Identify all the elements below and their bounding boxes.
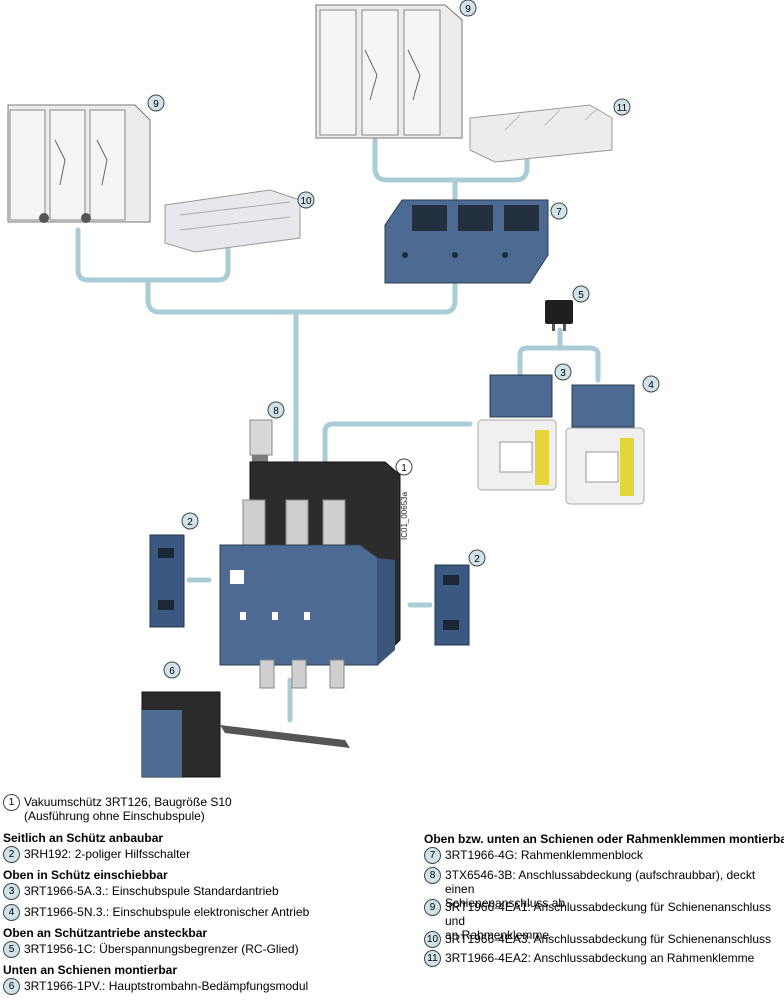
svg-text:9: 9 — [153, 99, 159, 110]
svg-text:10: 10 — [300, 196, 312, 207]
legend-text: 3RT1966-4EA2: Anschlussabdeckung an Rahm… — [445, 951, 755, 965]
legend-item-7: 7 3RT1966-4G: Rahmenklemmenblock — [424, 847, 643, 864]
rc-element — [545, 300, 573, 331]
terminal-cover-11 — [469, 104, 613, 163]
legend-item-3: 3 3RT1966-5A.3.: Einschubspule Standarda… — [3, 883, 279, 900]
screw-terminal-cover — [249, 419, 273, 465]
svg-text:3: 3 — [560, 368, 566, 379]
legend-badge: 11 — [424, 950, 441, 967]
auxiliary-switch-right — [434, 564, 470, 646]
legend-text: 3RT1966-4EA1: Anschlussabdeckung für Sch… — [445, 900, 771, 928]
legend-text: 3RT1956-1C: Überspannungsbegrenzer (RC-G… — [24, 942, 299, 956]
group-heading-rails: Oben bzw. unten an Schienen oder Rahmenk… — [424, 832, 784, 846]
exploded-view-illustration: 9 9 10 11 7 5 3 4 8 1 2 2 6 — [7, 0, 660, 778]
callout-2-right: 2 — [468, 549, 486, 567]
legend-badge: 1 — [3, 794, 20, 811]
callout-9-right: 9 — [459, 0, 477, 17]
legend-badge: 8 — [424, 867, 441, 884]
callout-11: 11 — [613, 98, 631, 116]
legend-text: 3RT1966-5A.3.: Einschubspule Standardant… — [24, 884, 279, 898]
svg-text:1: 1 — [401, 463, 407, 474]
group-heading-top: Oben an Schützantriebe ansteckbar — [3, 926, 208, 940]
callout-7: 7 — [550, 202, 568, 220]
legend-badge: 7 — [424, 847, 441, 864]
legend-text: Vakuumschütz 3RT126, Baugröße S10 — [24, 795, 232, 809]
callout-3: 3 — [554, 363, 572, 381]
svg-text:11: 11 — [617, 103, 628, 114]
legend-item-11: 11 3RT1966-4EA2: Anschlussabdeckung an R… — [424, 950, 755, 967]
svg-text:8: 8 — [273, 406, 279, 417]
terminal-cover-right — [315, 4, 463, 139]
plug-in-coil-standard — [477, 374, 557, 491]
damping-module — [141, 691, 350, 778]
svg-text:6: 6 — [169, 666, 175, 677]
svg-text:2: 2 — [187, 517, 193, 528]
svg-text:9: 9 — [465, 4, 471, 15]
auxiliary-switch-left — [149, 534, 185, 628]
callout-badges: 9 9 10 11 7 5 3 4 8 1 2 2 6 — [147, 0, 660, 679]
callout-5: 5 — [572, 285, 590, 303]
group-heading-bottom: Unten an Schienen montierbar — [3, 963, 178, 977]
legend-item-5: 5 3RT1956-1C: Überspannungsbegrenzer (RC… — [3, 941, 299, 958]
callout-6: 6 — [163, 661, 181, 679]
legend-badge: 10 — [424, 931, 441, 948]
legend-item-10: 10 3RT1966-4EA3: Anschlussabdeckung für … — [424, 931, 771, 948]
legend-item-8: 8 3TX6546-3B: Anschlussabdeckung (aufsch… — [424, 867, 784, 910]
legend-badge: 9 — [424, 899, 441, 916]
legend-badge: 6 — [3, 978, 20, 995]
frame-terminal-block — [384, 199, 549, 284]
plug-in-coil-electronic — [565, 384, 645, 505]
legend-text: 3TX6546-3B: Anschlussabdeckung (aufschra… — [445, 868, 756, 896]
legend-text: 3RT1966-4G: Rahmenklemmenblock — [445, 848, 643, 862]
callout-9-left: 9 — [147, 94, 165, 112]
legend-badge: 5 — [3, 941, 20, 958]
callout-4: 4 — [642, 375, 660, 393]
legend-badge: 3 — [3, 883, 20, 900]
legend-item-9: 9 3RT1966-4EA1: Anschlussabdeckung für S… — [424, 899, 784, 942]
svg-text:5: 5 — [578, 290, 584, 301]
connector-lines — [75, 137, 601, 723]
legend-badge: 4 — [3, 904, 20, 921]
document-id: IC01_00653a — [400, 491, 409, 540]
legend-item-1: 1 Vakuumschütz 3RT126, Baugröße S10 (Aus… — [3, 794, 232, 823]
terminal-cover-10 — [164, 189, 301, 253]
legend-text: Schienenanschluss ab — [445, 896, 566, 910]
legend-text: 3RT1966-4EA3: Anschlussabdeckung für Sch… — [445, 932, 771, 946]
legend-item-6: 6 3RT1966-1PV.: Hauptstrombahn-Bedämpfun… — [3, 978, 309, 995]
legend-badge: 2 — [3, 846, 20, 863]
callout-2-left: 2 — [181, 512, 199, 530]
legend-text: 3RT1966-1PV.: Hauptstrombahn-Bedämpfungs… — [24, 979, 309, 993]
callout-8: 8 — [267, 401, 285, 419]
legend-text: an Rahmenklemme — [445, 928, 550, 942]
svg-text:4: 4 — [648, 380, 654, 391]
group-heading-side: Seitlich an Schütz anbaubar — [3, 831, 164, 845]
group-heading-plug: Oben in Schütz einschiebbar — [3, 868, 168, 882]
legend-item-2: 2 3RH192: 2-poliger Hilfsschalter — [3, 846, 191, 863]
svg-text:7: 7 — [556, 207, 562, 218]
callout-10: 10 — [297, 191, 315, 209]
legend-text: 3RT1966-5N.3.: Einschubspule elektronisc… — [24, 905, 310, 919]
vacuum-contactor — [219, 461, 401, 689]
terminal-cover-left — [7, 104, 151, 223]
callout-1: 1 — [395, 458, 413, 476]
legend-text: (Ausführung ohne Einschubspule) — [24, 809, 205, 823]
svg-text:2: 2 — [474, 554, 480, 565]
legend-text: 3RH192: 2-poliger Hilfsschalter — [24, 847, 191, 861]
legend-item-4: 4 3RT1966-5N.3.: Einschubspule elektroni… — [3, 904, 310, 921]
